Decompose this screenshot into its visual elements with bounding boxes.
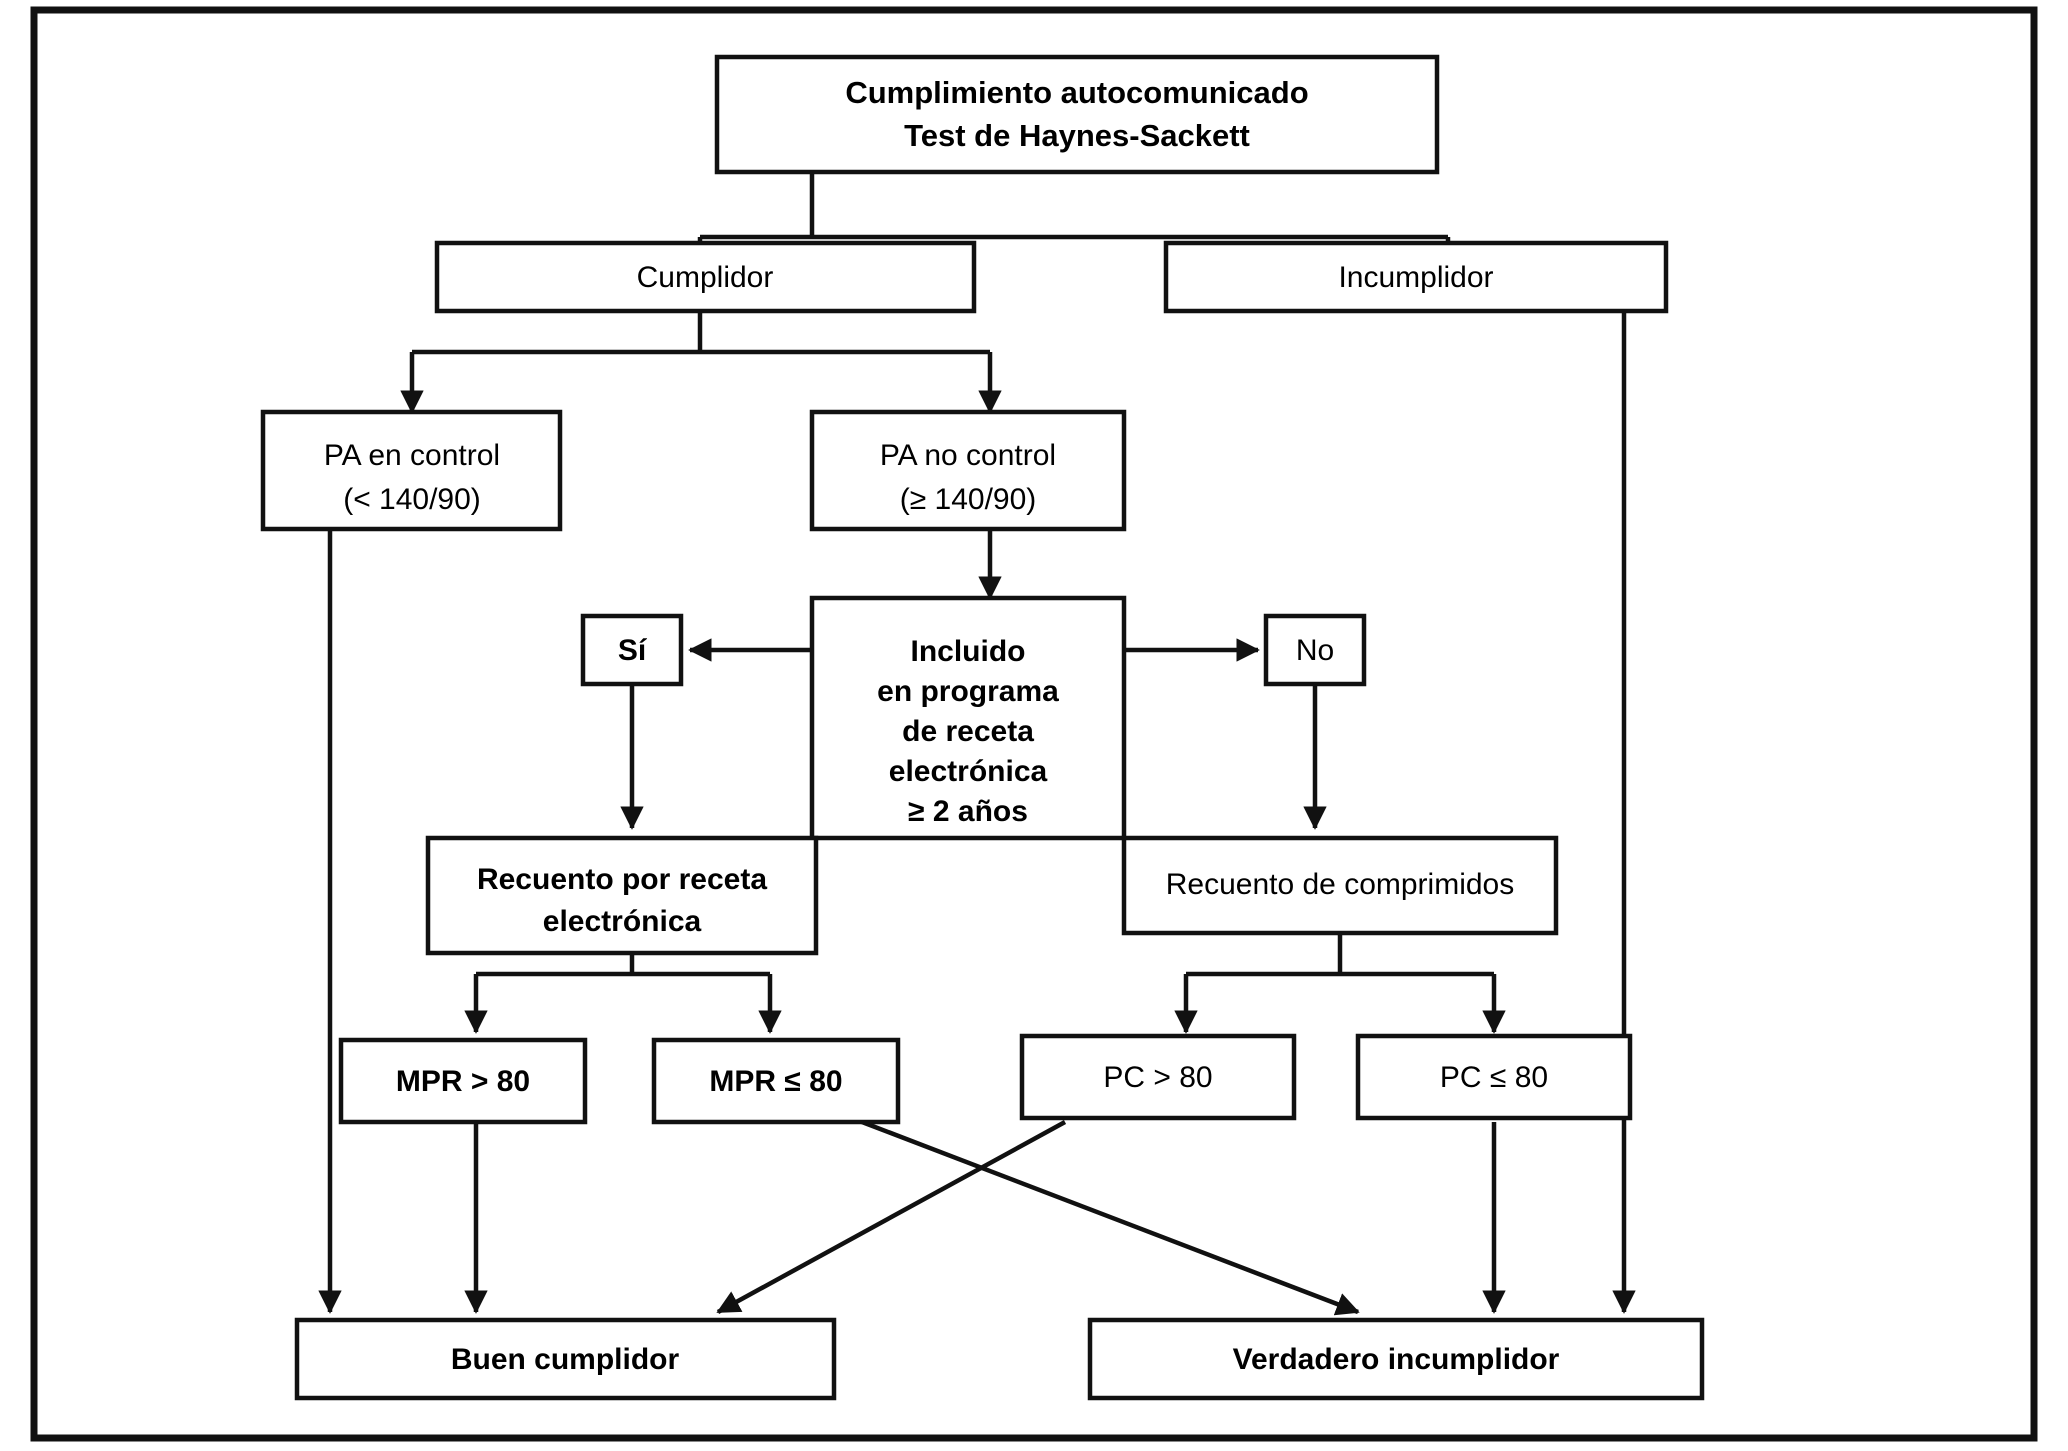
node-pc-le-label: PC ≤ 80 [1440, 1061, 1548, 1094]
node-pa-no-control-line2: (≥ 140/90) [900, 483, 1037, 516]
node-no[interactable]: No [1263, 613, 1367, 687]
node-recuento-de-comprimidos[interactable]: Recuento de comprimidos [1121, 835, 1559, 936]
node-decision-line2: en programa [877, 675, 1059, 708]
edge-pc-gt-to-buen-cumplidor [716, 1120, 1067, 1314]
node-incluido-programa-receta-electronica[interactable]: Incluido en programa de receta electróni… [809, 595, 1127, 841]
edge-mpr-le-to-verdadero-incumplidor [861, 1119, 1360, 1316]
node-recuento-comprimidos-label: Recuento de comprimidos [1166, 868, 1515, 901]
node-incumplidor-label: Incumplidor [1338, 261, 1493, 294]
connector-layer [318, 172, 1636, 1316]
node-no-label: No [1296, 634, 1334, 667]
node-decision-line1: Incluido [911, 635, 1026, 668]
node-root-line1: Cumplimiento autocomunicado [845, 75, 1308, 110]
node-pc-menor-igual-80[interactable]: PC ≤ 80 [1355, 1033, 1633, 1121]
node-decision-line3: de receta [902, 715, 1034, 748]
node-recuento-receta-line2: electrónica [543, 905, 702, 938]
node-pa-en-control-line1: PA en control [324, 439, 500, 472]
node-pa-no-control-line1: PA no control [880, 439, 1056, 472]
node-pc-mayor-80[interactable]: PC > 80 [1019, 1033, 1297, 1121]
node-mpr-gt-label: MPR > 80 [396, 1065, 530, 1098]
node-mpr-le-label: MPR ≤ 80 [709, 1065, 842, 1098]
node-pa-en-control[interactable]: PA en control (< 140/90) [260, 409, 563, 532]
node-pc-gt-label: PC > 80 [1103, 1061, 1212, 1094]
node-root[interactable]: Cumplimiento autocomunicado Test de Hayn… [714, 54, 1440, 175]
node-mpr-menor-igual-80[interactable]: MPR ≤ 80 [651, 1037, 901, 1125]
node-recuento-por-receta-electronica[interactable]: Recuento por receta electrónica [425, 835, 819, 956]
node-buen-cumplidor[interactable]: Buen cumplidor [294, 1317, 837, 1401]
node-buen-cumplidor-label: Buen cumplidor [451, 1343, 680, 1376]
node-mpr-mayor-80[interactable]: MPR > 80 [338, 1037, 588, 1125]
node-verdadero-incumplidor-label: Verdadero incumplidor [1233, 1343, 1560, 1376]
node-recuento-receta-line1: Recuento por receta [477, 863, 767, 896]
node-incumplidor[interactable]: Incumplidor [1163, 240, 1669, 314]
node-cumplidor[interactable]: Cumplidor [434, 240, 977, 314]
node-si[interactable]: Sí [580, 613, 684, 687]
node-si-label: Sí [618, 634, 648, 667]
node-pa-en-control-line2: (< 140/90) [343, 483, 481, 516]
figure-border [30, 6, 2038, 1442]
node-pa-no-control[interactable]: PA no control (≥ 140/90) [809, 409, 1127, 532]
node-root-line2: Test de Haynes-Sackett [904, 118, 1250, 153]
node-decision-line5: ≥ 2 años [908, 795, 1028, 828]
node-cumplidor-label: Cumplidor [637, 261, 774, 294]
node-decision-line4: electrónica [889, 755, 1048, 788]
node-verdadero-incumplidor[interactable]: Verdadero incumplidor [1087, 1317, 1705, 1401]
